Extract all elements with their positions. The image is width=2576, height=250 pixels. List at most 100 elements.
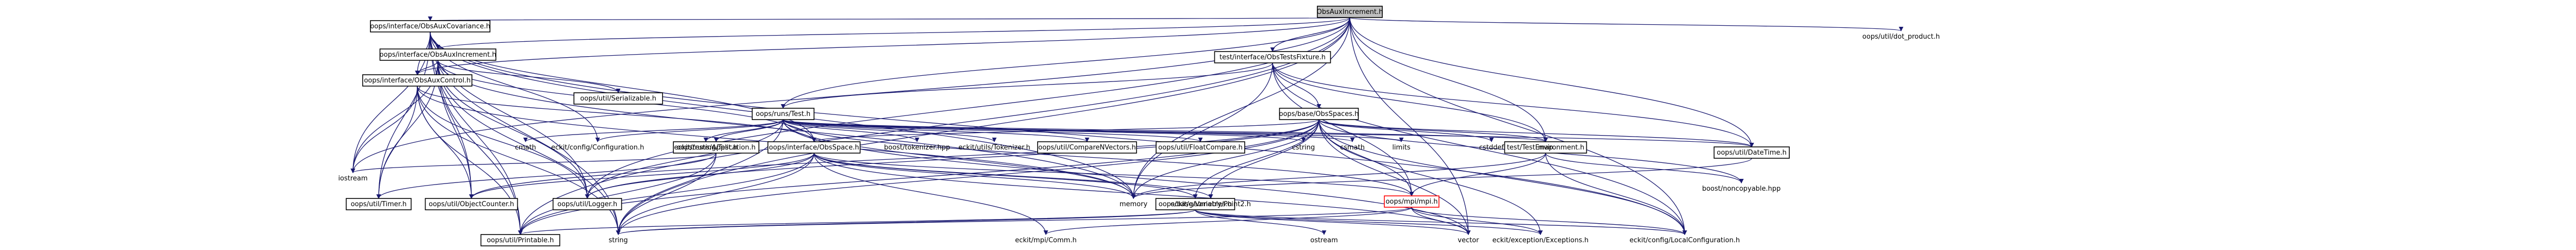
node-iostream[interactable]: iostream <box>338 175 367 182</box>
edge-obsspaces-to-string <box>616 119 1319 235</box>
node-label: oops/interface/ObsSpace.h <box>769 144 859 152</box>
edge-obsspaces-to-exceptions <box>1318 119 1543 235</box>
node-label: eckit/geometry/Point2.h <box>1171 201 1251 208</box>
node-box <box>1384 195 1439 208</box>
edge-obsspace-to-mpi <box>814 153 1414 196</box>
node-obsspaces[interactable]: oops/base/ObsSpaces.h <box>1279 108 1359 120</box>
node-limits[interactable]: limits <box>1392 144 1411 152</box>
node-cstring[interactable]: cstring <box>1292 144 1315 152</box>
edge-basevars-to-localconfig <box>1195 209 1687 235</box>
node-label: eckit/testing/Test.h <box>674 144 737 152</box>
edge-ctrl-to-timer <box>376 86 418 199</box>
node-box <box>767 141 861 154</box>
node-label: eckit/exception/Exceptions.h <box>1493 237 1589 244</box>
node-box <box>673 141 759 154</box>
node-timer[interactable]: oops/util/Timer.h <box>346 198 412 210</box>
node-string[interactable]: string <box>608 237 628 244</box>
node-logger[interactable]: oops/util/Logger.h <box>552 198 622 210</box>
node-box <box>1037 141 1137 154</box>
node-box <box>362 74 472 87</box>
node-map[interactable]: map <box>1538 144 1553 152</box>
node-obsspace[interactable]: oops/interface/ObsSpace.h <box>767 141 861 154</box>
node-basevars[interactable]: oops/base/Variables.h <box>1155 198 1235 210</box>
node-comparenvectors[interactable]: oops/util/CompareNVectors.h <box>1037 141 1137 154</box>
node-ostream[interactable]: ostream <box>1310 237 1338 244</box>
node-label: eckit/config/Configuration.h <box>551 144 644 152</box>
node-testing[interactable]: eckit/testing/Test.h <box>674 144 737 152</box>
node-eckit-tokenizer[interactable]: eckit/utils/Tokenizer.h <box>958 144 1030 152</box>
node-tokenizer-hpp[interactable]: boost/tokenizer.hpp <box>884 144 950 152</box>
node-runs-test[interactable]: oops/runs/Test.h <box>752 108 815 120</box>
edge-runs-test-to-datetime <box>783 119 1754 147</box>
node-dot-product[interactable]: oops/util/dot_product.h <box>1862 33 1940 41</box>
node-box <box>346 198 412 210</box>
node-cmath[interactable]: cmath <box>515 144 536 152</box>
node-label: oops/util/DateTime.h <box>1717 149 1787 157</box>
edge-covar-to-timer <box>376 31 431 199</box>
edge-obsspace-to-printable <box>518 153 815 235</box>
edge-root-to-covar <box>430 15 1350 21</box>
node-testenv[interactable]: test/TestEnvironment.h <box>1504 141 1587 154</box>
edge-runs-test-to-eckit-tokenizer <box>783 119 997 142</box>
node-app[interactable]: oops/runs/Application.h <box>673 141 759 154</box>
node-ctrl[interactable]: oops/interface/ObsAuxControl.h <box>362 74 472 87</box>
edge-covar-to-localconfig <box>430 31 1687 235</box>
node-floatcompare[interactable]: oops/util/FloatCompare.h <box>1156 141 1245 154</box>
node-config[interactable]: eckit/config/Configuration.h <box>551 144 644 152</box>
node-label: csmath <box>1340 144 1365 152</box>
edge-fixture-to-localconfig <box>1272 62 1687 235</box>
edge-ctrl-to-obsspace <box>417 86 817 142</box>
edge-runs-test-to-testenv <box>783 119 1548 142</box>
node-label: oops/mpi/mpi.h <box>1385 198 1437 206</box>
edge-app-to-iostream <box>350 153 717 173</box>
node-label: cstddef <box>1479 144 1504 152</box>
node-covar[interactable]: oops/interface/ObsAuxCovariance.h <box>370 20 490 32</box>
edge-ctrl-to-printable <box>417 86 523 235</box>
node-datetime[interactable]: oops/util/DateTime.h <box>1714 146 1790 159</box>
edge-incr-to-serializable <box>437 60 621 93</box>
node-objcounter[interactable]: oops/util/ObjectCounter.h <box>425 198 518 210</box>
node-box <box>573 92 663 105</box>
node-box <box>370 20 490 32</box>
node-serializable[interactable]: oops/util/Serializable.h <box>573 92 663 105</box>
node-csmath[interactable]: csmath <box>1340 144 1365 152</box>
node-box <box>1714 146 1790 159</box>
node-box <box>425 198 518 210</box>
node-noncopyable[interactable]: boost/noncopyable.hpp <box>1702 185 1781 193</box>
edge-root-to-runs-test <box>781 17 1350 109</box>
edge-runs-test-to-vector <box>783 119 1471 235</box>
node-label: oops/util/Printable.h <box>487 237 554 244</box>
node-label: map <box>1538 144 1553 152</box>
node-localconfig[interactable]: eckit/config/LocalConfiguration.h <box>1630 237 1740 244</box>
edge-fixture-to-memory <box>1131 62 1273 199</box>
edge-runs-test-to-floatcompare <box>783 119 1203 142</box>
node-label: memory <box>1120 201 1148 208</box>
edge-basevars-to-vector <box>1195 209 1471 235</box>
edge-runs-test-to-logger <box>585 119 784 199</box>
node-label: oops/util/Serializable.h <box>580 95 656 103</box>
node-memory[interactable]: memory <box>1120 201 1148 208</box>
node-fixture[interactable]: test/interface/ObsTestsFixture.h <box>1214 51 1331 63</box>
graph-nodes: ObsAuxIncrement.h oops/interface/ObsAuxCo… <box>338 6 1940 246</box>
node-label: oops/util/FloatCompare.h <box>1158 144 1243 152</box>
edge-covar-to-objcounter <box>430 31 474 199</box>
node-label: oops/util/Logger.h <box>557 201 617 208</box>
node-label: eckit/mpi/Comm.h <box>1015 237 1076 244</box>
node-vector[interactable]: vector <box>1458 237 1479 244</box>
node-label: oops/interface/ObsAuxControl.h <box>364 77 470 85</box>
edge-root-to-vector <box>1349 17 1471 235</box>
node-box <box>1317 6 1383 18</box>
edge-testenv-to-memory <box>1131 153 1546 199</box>
node-mpi[interactable]: oops/mpi/mpi.h <box>1384 195 1439 208</box>
node-exceptions[interactable]: eckit/exception/Exceptions.h <box>1493 237 1589 244</box>
node-point2[interactable]: eckit/geometry/Point2.h <box>1171 201 1251 208</box>
node-comm[interactable]: eckit/mpi/Comm.h <box>1015 237 1076 244</box>
edge-obsspace-to-point2 <box>814 153 1213 199</box>
edge-runs-test-to-app <box>714 119 784 142</box>
node-label: boost/noncopyable.hpp <box>1702 185 1781 193</box>
node-cstddef[interactable]: cstddef <box>1479 144 1504 152</box>
node-label: string <box>608 237 628 244</box>
node-printable[interactable]: oops/util/Printable.h <box>480 234 561 246</box>
node-incr[interactable]: oops/interface/ObsAuxIncrement.h <box>379 48 497 61</box>
node-root[interactable]: ObsAuxIncrement.h <box>1317 6 1383 18</box>
